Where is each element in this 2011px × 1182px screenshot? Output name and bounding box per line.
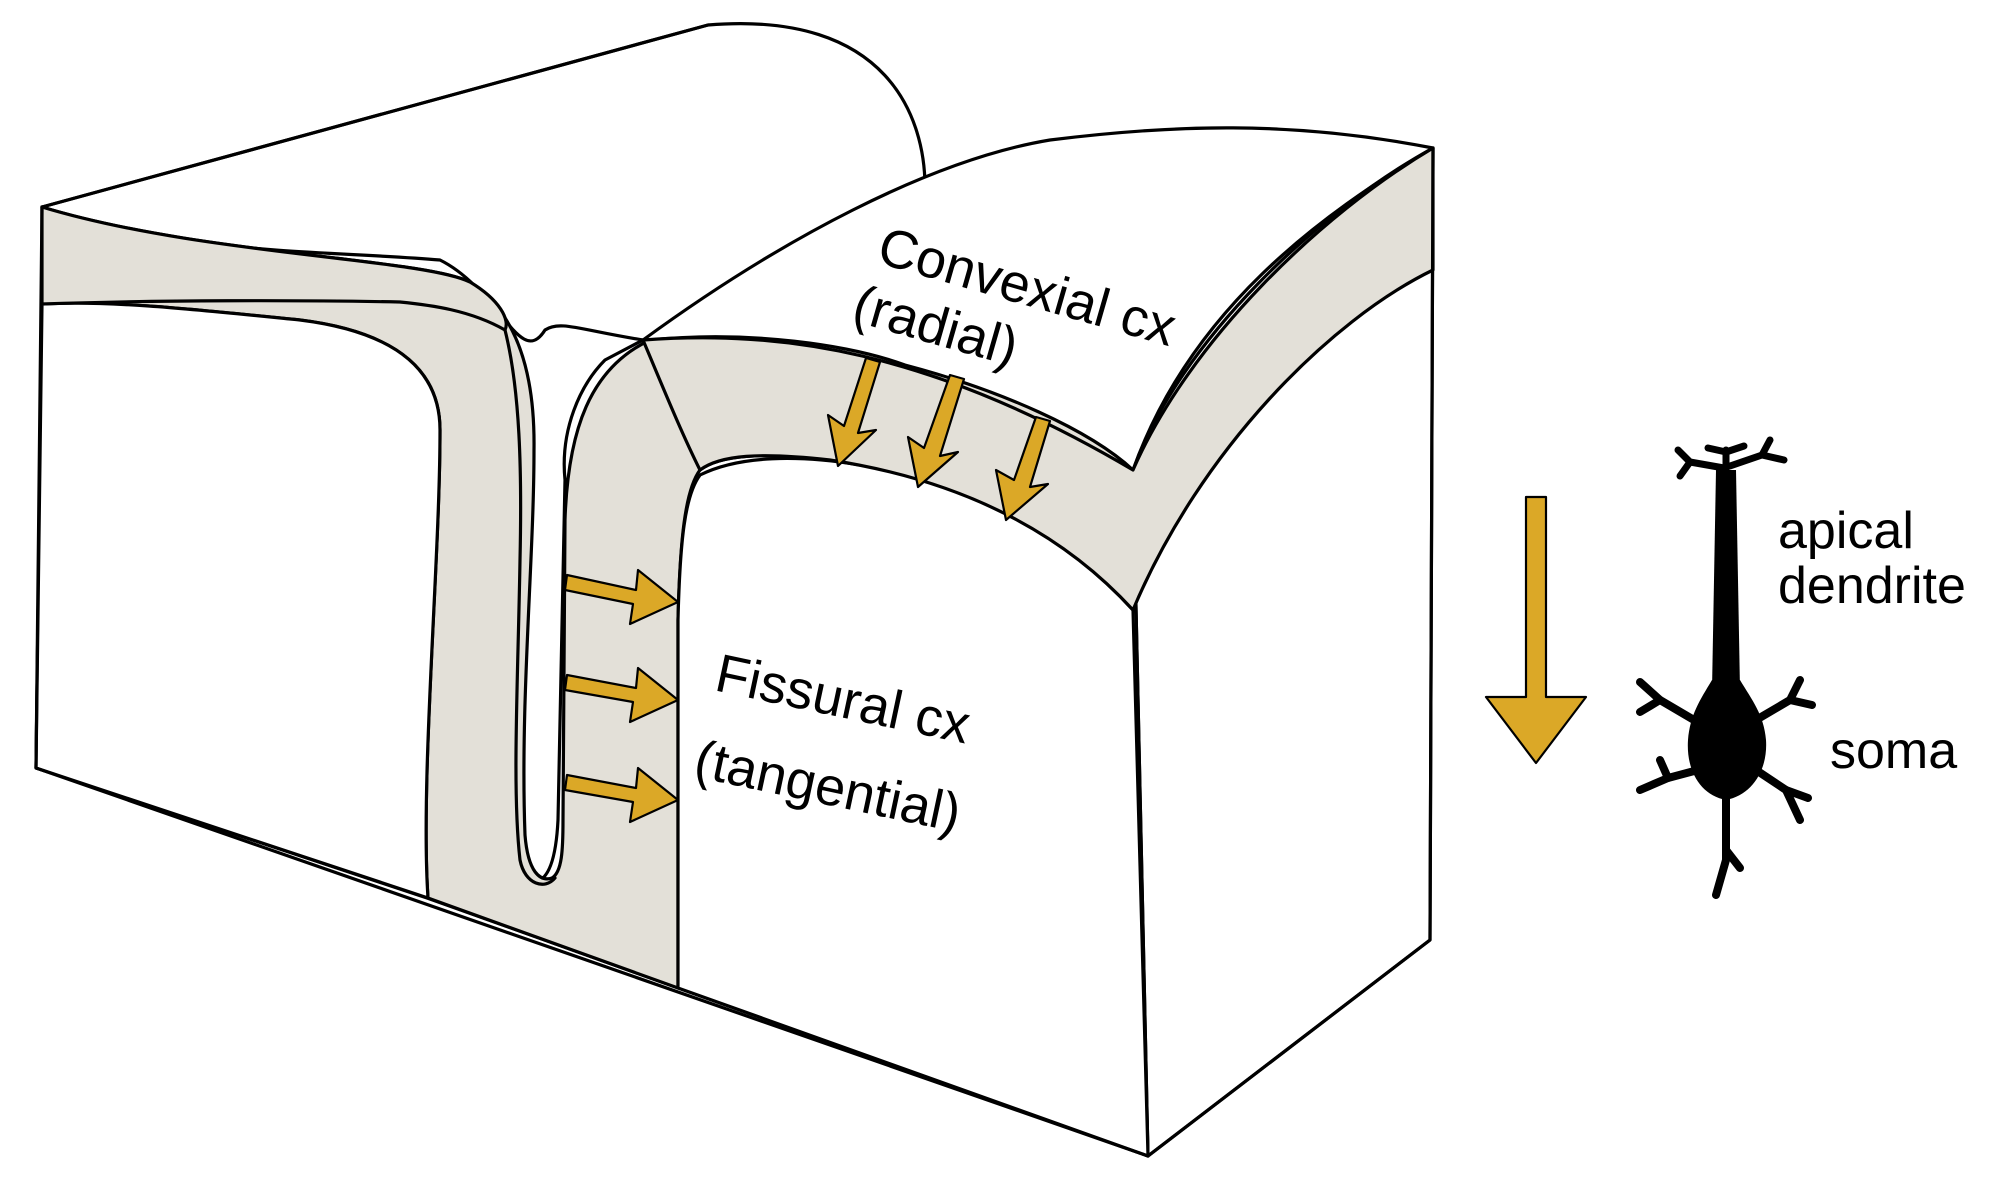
apical-dendrite: [1712, 470, 1740, 690]
soma-label: soma: [1830, 722, 1957, 780]
radial-arrow: [994, 415, 1052, 522]
apical-label: apical: [1778, 502, 1914, 560]
fissure-line: [503, 328, 557, 886]
block-outline: [34, 23, 1435, 1158]
soma: [1687, 680, 1767, 800]
basal-dendrites: [1636, 676, 1816, 899]
brain-block: [34, 22, 1435, 1158]
left-cortex-band-top: [40, 205, 508, 332]
tangential-arrows: [563, 568, 680, 824]
tangential-arrow: [563, 666, 680, 724]
tangential-arrow: [563, 568, 680, 626]
white-matter-left: [34, 301, 442, 900]
tangential-arrow: [563, 766, 680, 824]
radial-arrows: [826, 356, 1052, 522]
radial-arrow: [826, 356, 882, 468]
apical-tuft: [1674, 436, 1788, 480]
dendrite-label: dendrite: [1778, 557, 1966, 615]
left-gyrus-top-surface: [40, 22, 927, 343]
legend-down-arrow: [1484, 495, 1588, 765]
pyramidal-neuron: [1636, 436, 1816, 899]
radial-arrow: [906, 373, 966, 489]
